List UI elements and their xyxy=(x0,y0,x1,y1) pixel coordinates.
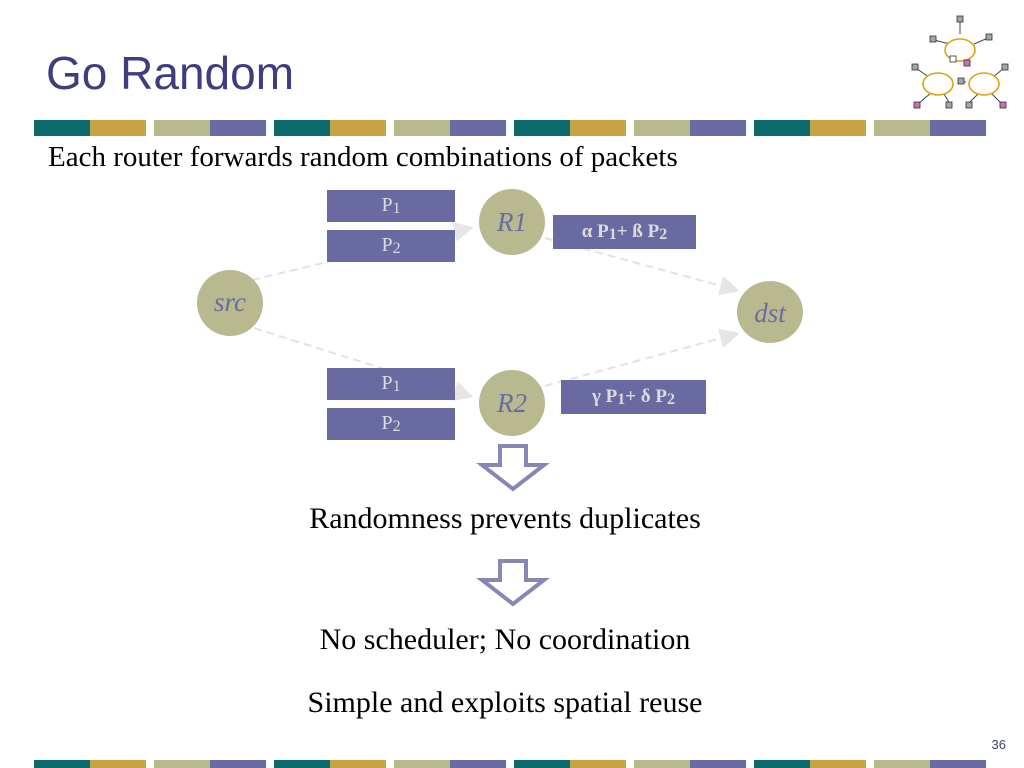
packet-subscript: 2 xyxy=(392,418,401,435)
edge-r2-dst xyxy=(544,328,740,387)
packet-letter: P xyxy=(381,372,393,394)
hollow-down-arrow-icon xyxy=(476,444,550,492)
node-r2-label: R2 xyxy=(497,388,527,418)
packet-letter: P xyxy=(381,412,393,434)
combo-term1: γ P xyxy=(591,386,618,407)
network-clouds-icon xyxy=(911,15,1009,109)
r2-packet-p1: P1 xyxy=(327,368,455,400)
packet-letter: P xyxy=(381,194,393,216)
node-src-label: src xyxy=(214,287,246,317)
packet-subscript: 1 xyxy=(392,200,401,217)
conclusion-line-1: Randomness prevents duplicates xyxy=(309,502,701,535)
node-r1-label: R1 xyxy=(497,207,527,237)
node-src: src xyxy=(197,270,263,336)
packet-subscript: 1 xyxy=(392,378,401,395)
node-dst: dst xyxy=(737,281,803,343)
r1-packet-p2: P2 xyxy=(327,230,455,262)
node-dst-label: dst xyxy=(754,298,786,328)
decorative-bar-bottom xyxy=(34,760,994,768)
conclusion-line-3: Simple and exploits spatial reuse xyxy=(307,686,703,719)
packet-subscript: 2 xyxy=(392,240,401,257)
combo-sub1: 1 xyxy=(617,391,626,408)
combo-term2: + δ P xyxy=(625,386,668,407)
r2-output-combination: γ P1+ δ P2 xyxy=(561,380,706,414)
slide-title: Go Random xyxy=(46,47,295,99)
r1-output-combination: α P1+ ß P2 xyxy=(553,215,696,249)
page-number: 36 xyxy=(991,737,1006,752)
packet-letter: P xyxy=(381,234,393,256)
node-r2: R2 xyxy=(479,370,545,436)
r1-packet-p1: P1 xyxy=(327,190,455,222)
combo-term2: + ß P xyxy=(616,221,660,242)
combo-sub2: 2 xyxy=(667,391,676,408)
combo-term1: α P xyxy=(581,221,609,242)
combo-sub2: 2 xyxy=(659,226,668,243)
conclusion-line-2: No scheduler; No coordination xyxy=(319,623,691,656)
r2-packet-p2: P2 xyxy=(327,408,455,440)
slide-subtitle: Each router forwards random combinations… xyxy=(48,141,678,173)
hollow-down-arrow-icon xyxy=(476,559,550,607)
decorative-bar-top xyxy=(34,120,994,136)
node-r1: R1 xyxy=(479,189,545,255)
combo-sub1: 1 xyxy=(608,226,617,243)
